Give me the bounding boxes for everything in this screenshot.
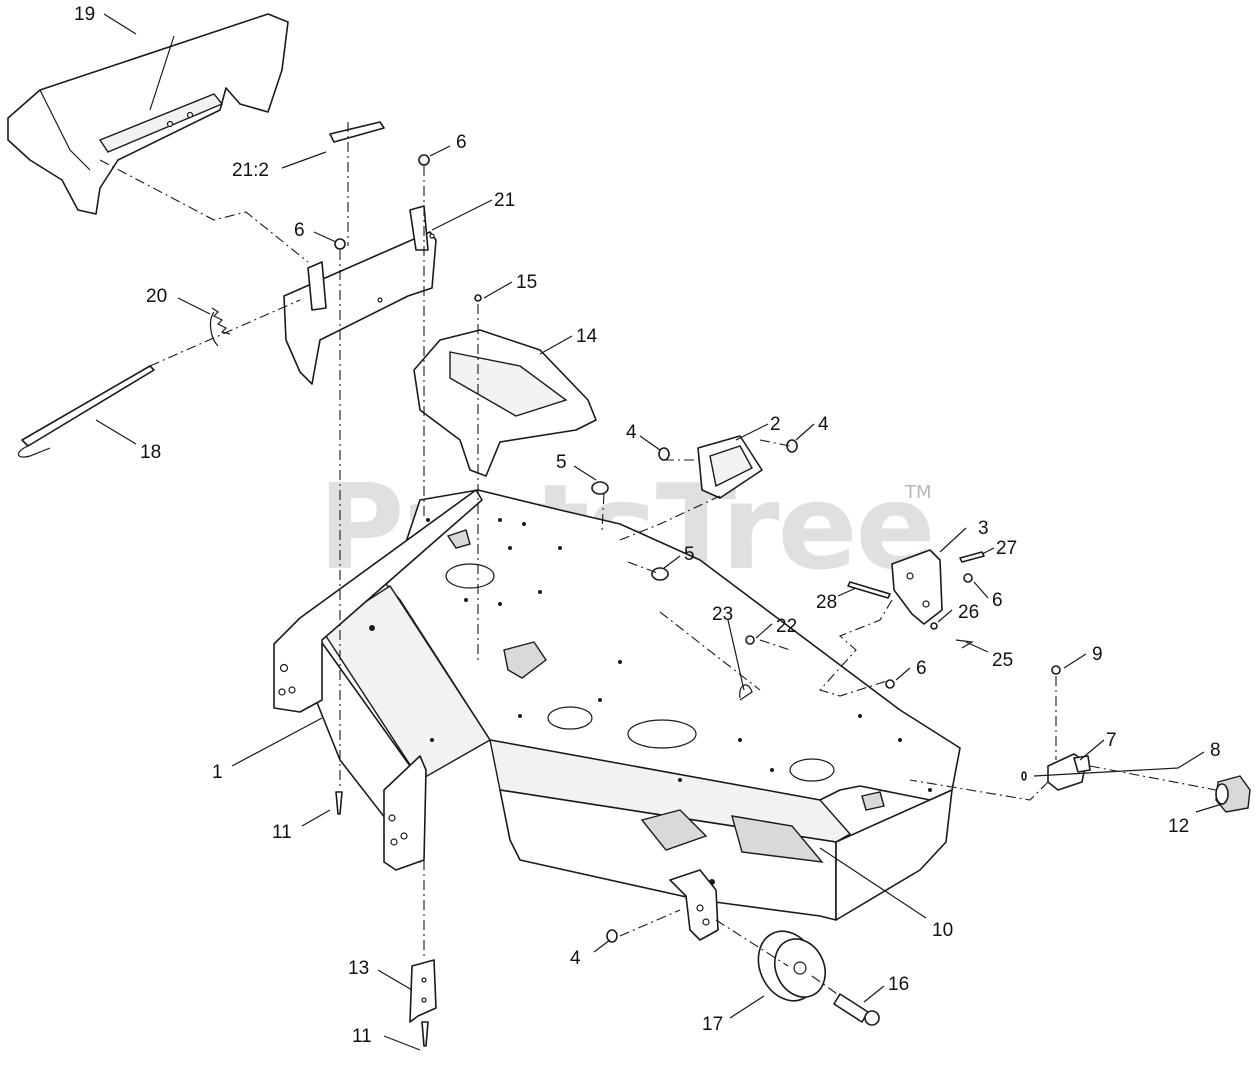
callout-28: 28 — [816, 592, 837, 613]
callout-3: 3 — [978, 518, 989, 539]
callout-26: 26 — [958, 602, 979, 623]
part-11-bolt-a[interactable] — [335, 791, 343, 815]
callout-22: 22 — [776, 616, 797, 637]
callout-5-a: 5 — [556, 452, 567, 473]
part-23-rod[interactable] — [739, 684, 753, 701]
callout-12: 12 — [1168, 816, 1189, 837]
part-17-wheel[interactable] — [747, 922, 834, 1011]
part-6-nut-right[interactable] — [963, 573, 973, 583]
callout-labels: 19 21:2 6 21 6 20 15 14 18 4 2 4 5 5 3 2… — [74, 4, 1221, 1047]
part-1-deck[interactable] — [273, 489, 961, 921]
part-26-washer[interactable] — [930, 622, 938, 630]
callout-19: 19 — [74, 4, 95, 25]
callout-6-lower: 6 — [916, 658, 927, 679]
callout-25: 25 — [992, 650, 1013, 671]
callout-23: 23 — [712, 604, 733, 625]
callout-20: 20 — [146, 286, 167, 307]
callout-6-left: 6 — [294, 220, 305, 241]
callout-15: 15 — [516, 272, 537, 293]
callout-27: 27 — [996, 538, 1017, 559]
part-13-bracket[interactable] — [409, 959, 437, 1023]
part-7-fitting[interactable] — [1047, 753, 1091, 791]
part-5-pin-a[interactable] — [591, 481, 609, 495]
callout-7: 7 — [1106, 730, 1117, 751]
watermark-tm: TM — [904, 482, 932, 503]
part-4-washer-b[interactable] — [786, 439, 798, 453]
part-4-washer-a[interactable] — [658, 447, 670, 461]
part-20-spring[interactable] — [209, 307, 231, 347]
part-3-bracket[interactable] — [891, 549, 943, 625]
part-22-bolt[interactable] — [745, 635, 755, 645]
part-2-bracket[interactable] — [697, 435, 763, 499]
callout-1: 1 — [212, 762, 223, 783]
callout-8: 8 — [1210, 740, 1221, 761]
callout-6-right: 6 — [992, 590, 1003, 611]
callout-11-b: 11 — [352, 1026, 372, 1047]
callout-14: 14 — [576, 326, 598, 347]
callout-21: 21 — [494, 190, 515, 211]
part-11-bolt-b[interactable] — [421, 1021, 429, 1047]
callout-4-a: 4 — [626, 422, 637, 443]
part-9-screw[interactable] — [1051, 665, 1061, 675]
part-21-2-decal[interactable] — [329, 121, 385, 143]
callout-6-top: 6 — [456, 132, 467, 153]
callout-5-b: 5 — [684, 544, 695, 565]
part-4-washer-c[interactable] — [606, 929, 618, 943]
part-18-rod[interactable] — [17, 365, 155, 458]
callout-11-a: 11 — [272, 822, 292, 843]
callout-4-c: 4 — [570, 948, 581, 969]
callout-21-2: 21:2 — [232, 160, 269, 181]
assembly-lines — [99, 122, 1217, 997]
callout-16: 16 — [888, 974, 909, 995]
part-15-screw[interactable] — [474, 294, 482, 302]
part-14-cover[interactable] — [413, 329, 597, 477]
callout-2: 2 — [770, 414, 781, 435]
part-6-nut-lower[interactable] — [885, 679, 895, 689]
part-8-oring[interactable] — [1021, 771, 1027, 781]
part-6-nut-left[interactable] — [334, 238, 346, 250]
callout-17: 17 — [702, 1014, 723, 1035]
part-25-pin[interactable] — [955, 639, 974, 649]
part-19-deflector[interactable] — [7, 13, 289, 215]
leader-lines — [95, 13, 1223, 1051]
part-28-bolt[interactable] — [847, 581, 891, 599]
part-27-bolt[interactable] — [959, 551, 985, 563]
callout-13: 13 — [348, 958, 369, 979]
callout-10: 10 — [932, 920, 953, 941]
part-16-bolt[interactable] — [833, 993, 880, 1026]
callout-9: 9 — [1092, 644, 1103, 665]
part-wheel-bracket[interactable] — [669, 869, 719, 941]
part-6-nut-top[interactable] — [418, 154, 430, 166]
hardware-group — [334, 154, 1061, 1047]
callout-18: 18 — [140, 442, 161, 463]
part-21-bracket[interactable] — [283, 205, 437, 385]
part-12-cap[interactable] — [1215, 775, 1251, 813]
callout-4-b: 4 — [818, 414, 829, 435]
